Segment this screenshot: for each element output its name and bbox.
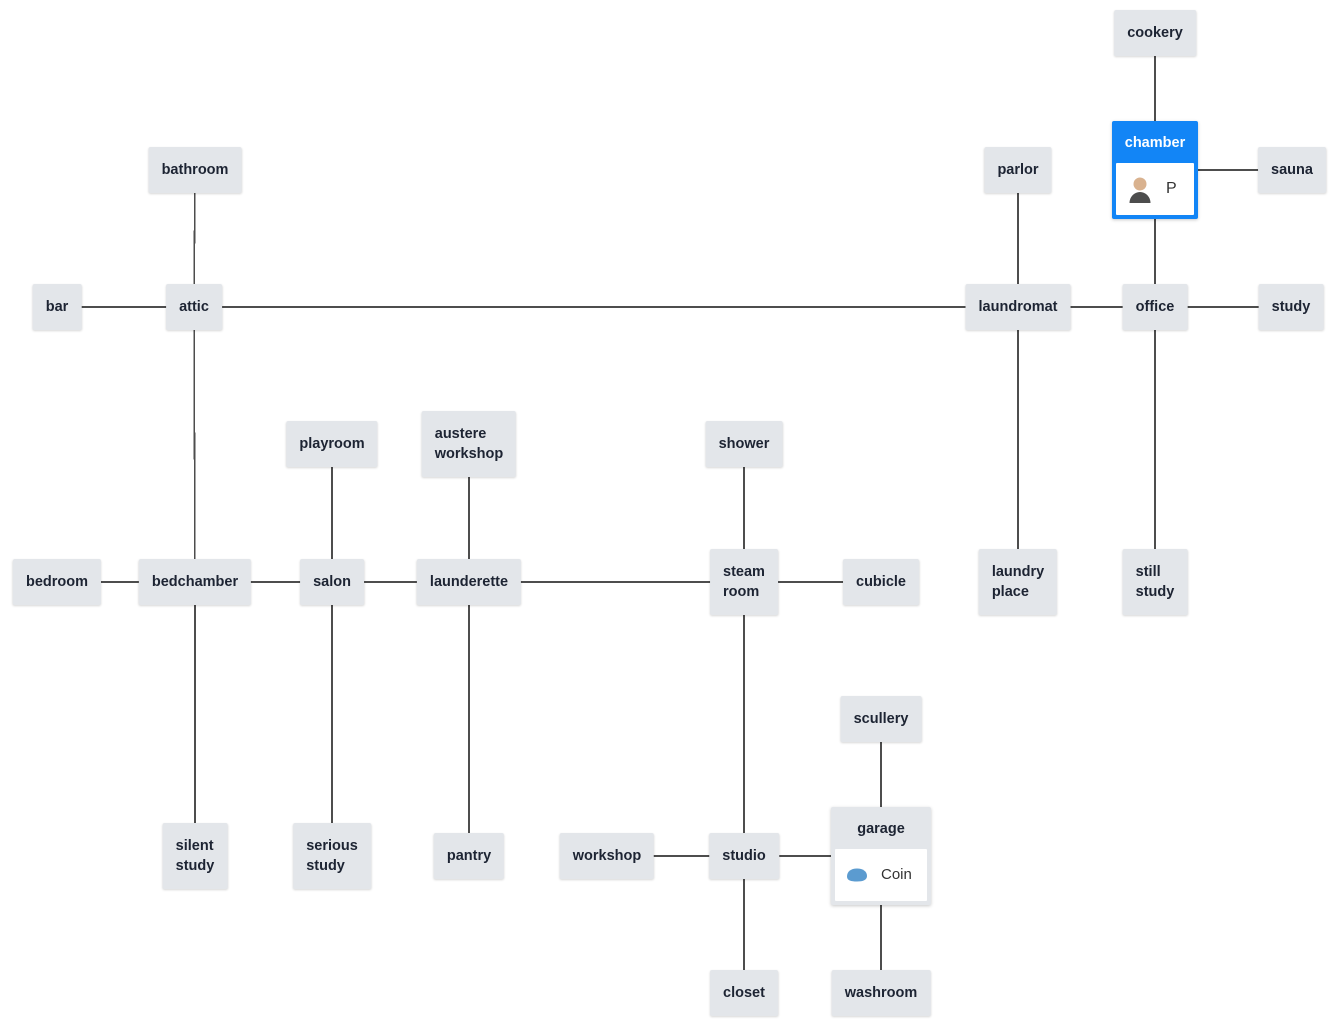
room-node-playroom: playroom xyxy=(286,421,378,467)
room-node-sauna: sauna xyxy=(1258,147,1326,193)
room-node-cookery: cookery xyxy=(1114,10,1196,56)
coin-icon xyxy=(847,868,867,882)
room-node-silent-study: silent study xyxy=(162,823,228,889)
player-avatar-icon xyxy=(1129,177,1151,203)
item-label: Coin xyxy=(881,866,912,883)
room-node-washroom: washroom xyxy=(831,970,931,1016)
room-node-launderette: launderette xyxy=(416,559,522,605)
player-marker-label: P xyxy=(1166,180,1177,197)
room-node-workshop: workshop xyxy=(559,833,655,879)
room-node-study: study xyxy=(1258,284,1324,330)
room-node-studio: studio xyxy=(709,833,779,879)
room-node-austere-workshop: austere workshop xyxy=(421,411,517,477)
room-node-steam-room: steam room xyxy=(710,549,778,615)
room-node-closet: closet xyxy=(710,970,778,1016)
room-node-parlor: parlor xyxy=(984,147,1052,193)
room-node-bathroom: bathroom xyxy=(148,147,242,193)
room-node-scullery: scullery xyxy=(840,696,922,742)
room-node-serious-study: serious study xyxy=(293,823,371,889)
room-node-attic: attic xyxy=(166,284,222,330)
room-node-laundry-place: laundry place xyxy=(978,549,1058,615)
room-node-still-study: still study xyxy=(1122,549,1188,615)
room-node-bedroom: bedroom xyxy=(12,559,102,605)
room-node-shower: shower xyxy=(705,421,783,467)
room-label: garage xyxy=(857,821,905,837)
edge-attic--bedchamber xyxy=(193,306,196,583)
room-node-pantry: pantry xyxy=(433,833,505,879)
room-node-salon: salon xyxy=(300,559,364,605)
room-label: chamber xyxy=(1124,135,1186,151)
room-node-bar: bar xyxy=(32,284,82,330)
room-node-laundromat: laundromat xyxy=(965,284,1071,330)
room-node-cubicle: cubicle xyxy=(843,559,919,605)
player-slot: P xyxy=(1116,163,1194,215)
room-node-office: office xyxy=(1122,284,1188,330)
item-slot: Coin xyxy=(835,849,927,901)
room-node-bedchamber: bedchamber xyxy=(138,559,252,605)
